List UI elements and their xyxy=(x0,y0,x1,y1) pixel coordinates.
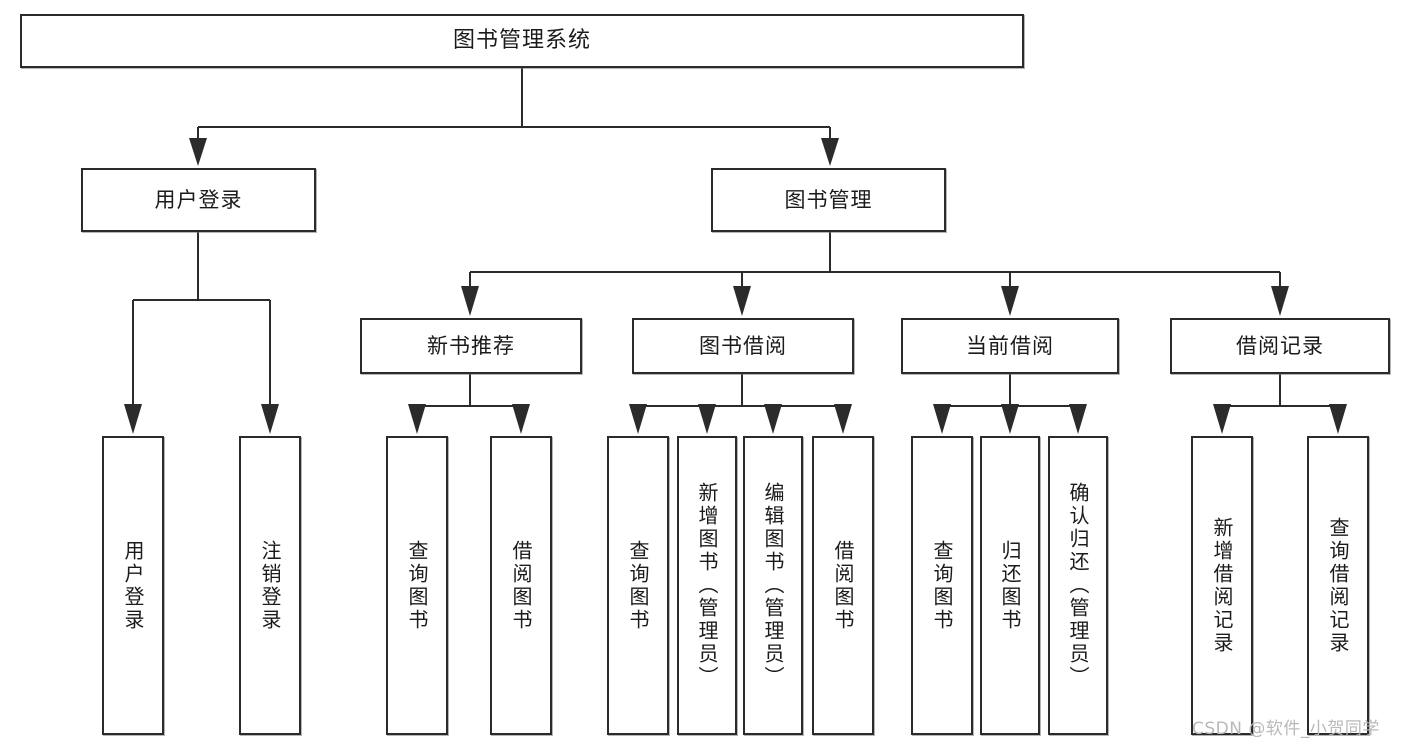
node-leaf-nbr-query-book[interactable]: 查询图书 xyxy=(386,436,448,735)
arrow-head-br-leaf-1 xyxy=(1213,404,1231,434)
node-book-borrow[interactable]: 图书借阅 xyxy=(632,318,854,374)
node-leaf-cb-return-book[interactable]: 归还图书 xyxy=(980,436,1040,735)
node-borrow-record[interactable]: 借阅记录 xyxy=(1170,318,1390,374)
node-current-borrow[interactable]: 当前借阅 xyxy=(901,318,1119,374)
arrow-head-nbr-leaf-2 xyxy=(512,404,530,434)
arrow-head-ul-leaf-1 xyxy=(124,404,142,434)
arrow-head-cb-leaf-2 xyxy=(1001,404,1019,434)
arrow-head-br-leaf-2 xyxy=(1329,404,1347,434)
node-label: 注销登录 xyxy=(258,539,282,632)
node-leaf-bb-add-book-admin[interactable]: 新增图书（管理员） xyxy=(677,436,737,735)
node-leaf-bb-edit-book-admin[interactable]: 编辑图书（管理员） xyxy=(743,436,803,735)
arrow-head-new-book xyxy=(461,286,479,316)
node-label: 新增图书（管理员） xyxy=(695,482,719,689)
node-leaf-nbr-borrow-book[interactable]: 借阅图书 xyxy=(490,436,552,735)
arrow-head-ul-leaf-2 xyxy=(261,404,279,434)
arrow-head-current-borrow xyxy=(1001,286,1019,316)
node-leaf-br-query-record[interactable]: 查询借阅记录 xyxy=(1307,436,1369,735)
node-root-book-management-system[interactable]: 图书管理系统 xyxy=(20,14,1024,68)
node-label: 新书推荐 xyxy=(427,333,515,358)
node-leaf-bb-query-book[interactable]: 查询图书 xyxy=(607,436,669,735)
arrow-head-bb-leaf-2 xyxy=(698,404,716,434)
arrow-head-user-login xyxy=(189,138,207,166)
node-label: 用户登录 xyxy=(154,187,243,212)
node-label: 图书管理 xyxy=(784,187,873,212)
node-label: 借阅记录 xyxy=(1236,333,1324,358)
node-leaf-cb-confirm-return-admin[interactable]: 确认归还（管理员） xyxy=(1048,436,1108,735)
node-user-login[interactable]: 用户登录 xyxy=(81,168,316,232)
node-leaf-bb-borrow-book[interactable]: 借阅图书 xyxy=(812,436,874,735)
node-leaf-user-login[interactable]: 用户登录 xyxy=(102,436,164,735)
arrow-head-cb-leaf-3 xyxy=(1069,404,1087,434)
node-label: 查询图书 xyxy=(626,539,650,632)
node-label: 查询图书 xyxy=(930,539,954,632)
node-label: 用户登录 xyxy=(121,539,145,632)
node-leaf-logout[interactable]: 注销登录 xyxy=(239,436,301,735)
node-label: 编辑图书（管理员） xyxy=(761,482,785,689)
node-label: 新增借阅记录 xyxy=(1210,516,1234,655)
node-label: 归还图书 xyxy=(998,539,1022,632)
node-label: 图书管理系统 xyxy=(452,28,591,54)
node-leaf-br-add-record[interactable]: 新增借阅记录 xyxy=(1191,436,1253,735)
node-label: 图书借阅 xyxy=(699,333,787,358)
node-label: 查询图书 xyxy=(405,539,429,632)
arrow-head-cb-leaf-1 xyxy=(933,404,951,434)
arrow-head-bb-leaf-1 xyxy=(629,404,647,434)
node-label: 借阅图书 xyxy=(509,539,533,632)
node-label: 借阅图书 xyxy=(831,539,855,632)
arrow-head-borrow-record xyxy=(1271,286,1289,316)
arrow-head-book-mgmt xyxy=(821,138,839,166)
arrow-head-book-borrow xyxy=(733,286,751,316)
node-label: 查询借阅记录 xyxy=(1326,516,1350,655)
arrow-head-bb-leaf-3 xyxy=(764,404,782,434)
node-label: 确认归还（管理员） xyxy=(1066,482,1090,689)
arrow-head-nbr-leaf-1 xyxy=(408,404,426,434)
node-book-management[interactable]: 图书管理 xyxy=(711,168,946,232)
node-label: 当前借阅 xyxy=(966,333,1054,358)
arrow-head-bb-leaf-4 xyxy=(834,404,852,434)
node-leaf-cb-query-book[interactable]: 查询图书 xyxy=(911,436,973,735)
node-new-book-recommendation[interactable]: 新书推荐 xyxy=(360,318,582,374)
